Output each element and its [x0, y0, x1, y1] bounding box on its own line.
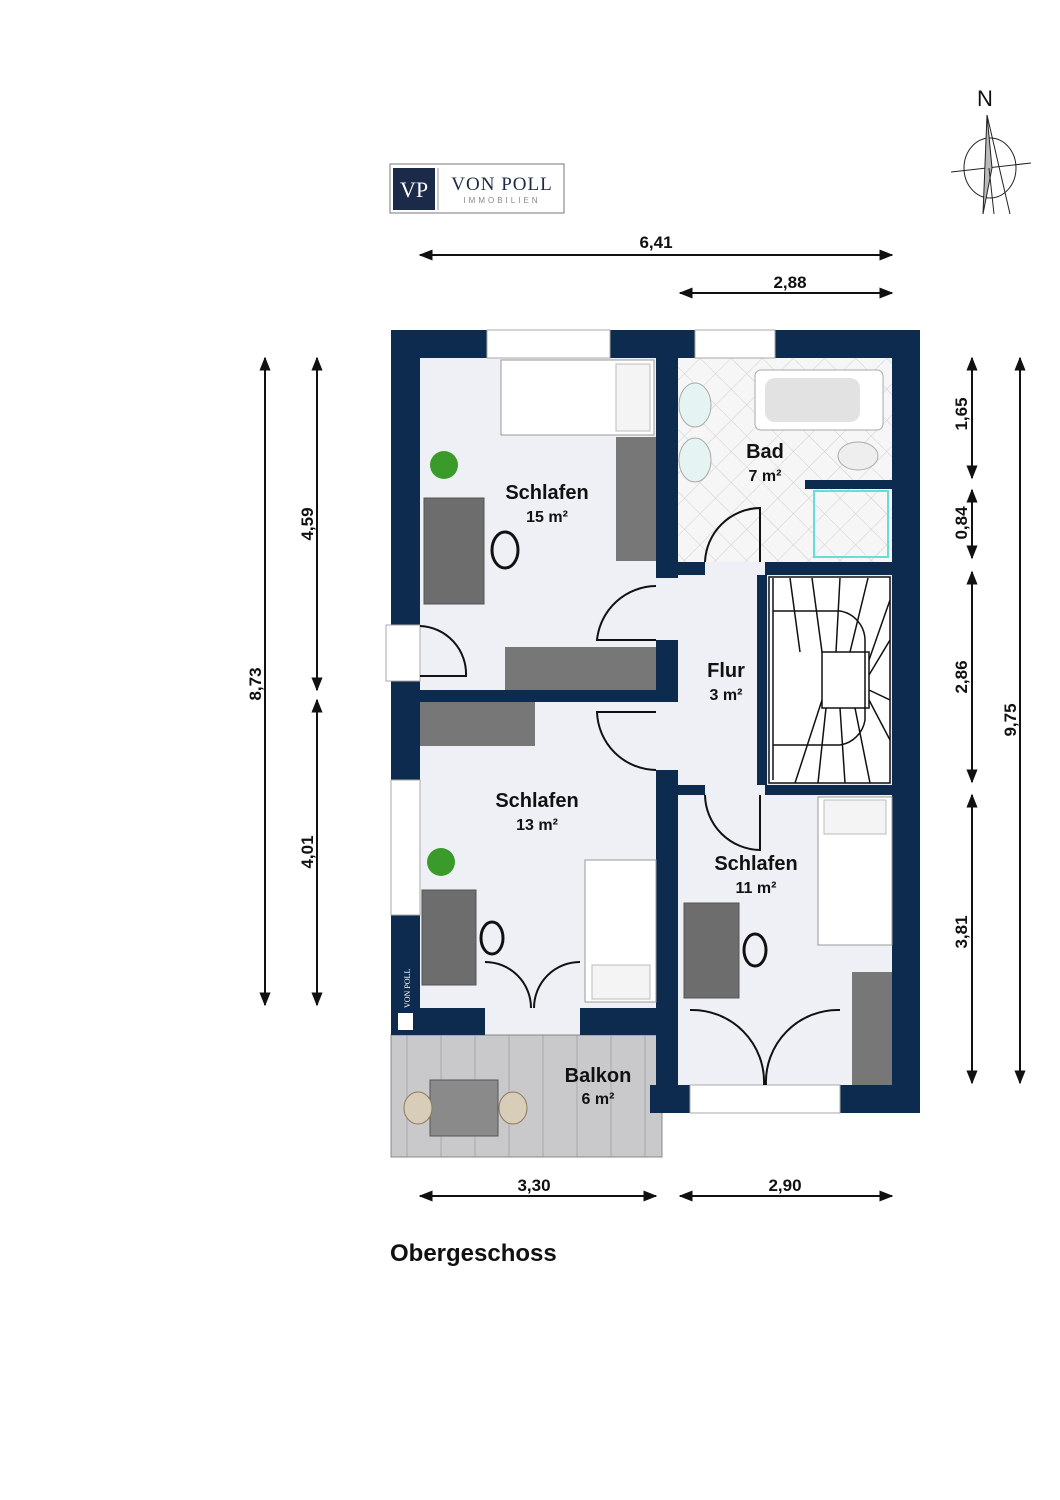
staircase: [768, 576, 891, 784]
plant: [430, 451, 458, 479]
dimension-labels: 6,41 2,88 3,30 2,90 8,73 4,59 4,01 1,65 …: [246, 233, 1020, 1195]
room-name: Balkon: [565, 1065, 632, 1087]
chair: [490, 530, 520, 570]
room-area: 6 m²: [582, 1091, 615, 1108]
dim-left-upper: 4,59: [298, 507, 317, 540]
dim-right-1: 1,65: [952, 397, 971, 430]
shower: [813, 490, 889, 558]
room-area: 11 m²: [736, 880, 777, 897]
desk: [421, 889, 477, 986]
doors: [419, 506, 841, 1086]
room-area: 3 m²: [710, 687, 743, 704]
toilet: [837, 441, 879, 471]
north-compass-icon: N: [950, 86, 1032, 215]
sink: [678, 437, 712, 483]
von-poll-logo: VP VON POLL IMMOBILIEN: [389, 163, 565, 214]
logo-sub: IMMOBILIEN: [463, 196, 540, 205]
pillow: [615, 363, 651, 432]
windows: [385, 329, 841, 1114]
sink: [678, 382, 712, 428]
room-name: Schlafen: [505, 482, 588, 504]
dim-top-right: 2,88: [773, 273, 806, 292]
cabinet: [420, 702, 535, 746]
dim-right-total: 9,75: [1001, 703, 1020, 736]
room-area: 7 m²: [749, 468, 782, 485]
wardrobe: [852, 972, 892, 1085]
desk: [423, 497, 485, 605]
compass-north-label: N: [977, 86, 993, 111]
room-name: Schlafen: [495, 790, 578, 812]
room-name: Bad: [746, 441, 784, 463]
plant: [427, 848, 455, 876]
chair: [479, 920, 505, 956]
room-labels: Schlafen 15 m² Bad 7 m² Flur 3 m² Schlaf…: [495, 441, 797, 1108]
room-name: Flur: [707, 660, 745, 682]
dim-bottom-right: 2,90: [768, 1176, 801, 1195]
dim-bottom-left: 3,30: [517, 1176, 550, 1195]
balcony-chair: [498, 1091, 528, 1125]
wardrobe: [616, 437, 656, 561]
logo-monogram: VP: [400, 177, 428, 202]
balcony-chair: [403, 1091, 433, 1125]
floor-title: Obergeschoss: [390, 1240, 557, 1267]
room-area: 15 m²: [526, 509, 568, 526]
dim-left-lower: 4,01: [298, 835, 317, 868]
room-area: 13 m²: [516, 817, 558, 834]
pillow: [591, 964, 651, 1000]
furniture: [403, 359, 893, 1137]
room-name: Schlafen: [714, 853, 797, 875]
chair: [742, 932, 768, 968]
dim-right-3: 2,86: [952, 660, 971, 693]
cabinet: [505, 647, 656, 690]
exterior-door: [385, 624, 421, 682]
dim-right-4: 3,81: [952, 915, 971, 948]
walls: [391, 330, 920, 1113]
dim-right-2: 0,84: [952, 506, 971, 540]
dimension-lines: [259, 249, 1026, 1202]
dim-left-total: 8,73: [246, 667, 265, 700]
wall-logo-name: VON POLL: [403, 969, 412, 1008]
window: [694, 329, 776, 359]
bathtub-basin: [765, 378, 860, 422]
wall-logo: VON POLL: [398, 969, 413, 1030]
desk: [683, 902, 740, 999]
balcony-door-opening: [689, 1084, 841, 1114]
dim-top-total: 6,41: [639, 233, 672, 252]
window: [486, 329, 611, 359]
pillow: [823, 799, 887, 835]
logo-name: VON POLL: [451, 174, 552, 195]
window: [390, 779, 421, 916]
balcony-table: [429, 1079, 499, 1137]
